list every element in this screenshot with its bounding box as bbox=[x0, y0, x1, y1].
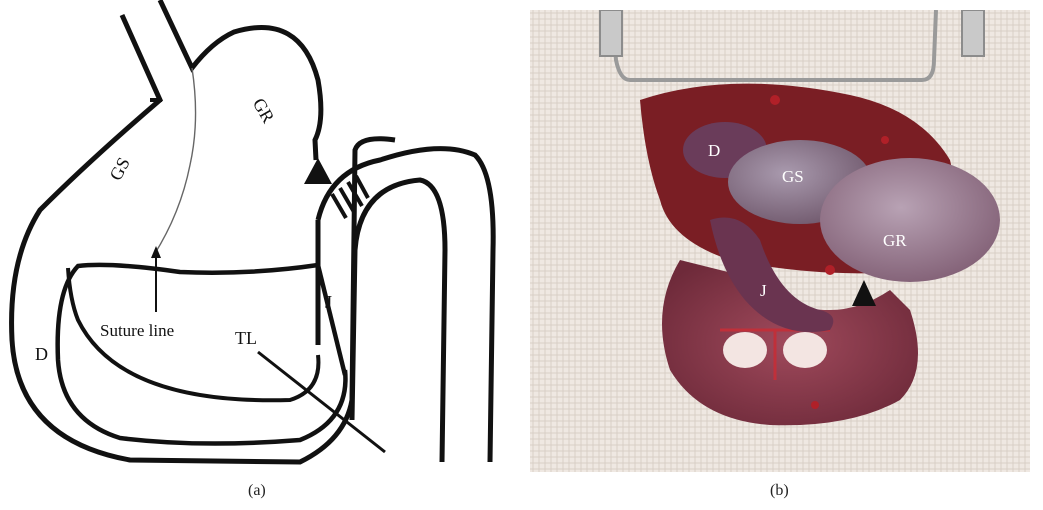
jejunum-inner-hairpin bbox=[352, 180, 445, 462]
surgical-photo: D GS GR J bbox=[530, 10, 1030, 472]
anastomosis-arrowhead bbox=[304, 158, 332, 184]
label-j: J bbox=[325, 292, 332, 312]
gastric-remnant bbox=[820, 158, 1000, 282]
label-gr: GR bbox=[883, 231, 907, 250]
pouch-inner-outline bbox=[58, 265, 346, 444]
label-d: D bbox=[708, 141, 720, 160]
schematic-panel: GR GS D J TL Suture line bbox=[0, 0, 510, 472]
label-gs: GS bbox=[105, 154, 133, 184]
schematic-drawing: GR GS D J TL Suture line bbox=[0, 0, 510, 472]
caption-a: (a) bbox=[248, 482, 266, 500]
label-tl: TL bbox=[235, 328, 257, 348]
label-suture-line: Suture line bbox=[100, 321, 174, 340]
label-gr: GR bbox=[249, 95, 279, 127]
label-gs: GS bbox=[782, 167, 804, 186]
label-j: J bbox=[760, 281, 767, 300]
suture-pointer-head bbox=[151, 246, 161, 258]
label-d: D bbox=[35, 344, 48, 364]
pouch-top-edge bbox=[318, 265, 345, 375]
surgical-photo-illustration: D GS GR J bbox=[530, 10, 1030, 472]
esophagus-line bbox=[160, 0, 321, 160]
caption-b: (b) bbox=[770, 482, 789, 500]
